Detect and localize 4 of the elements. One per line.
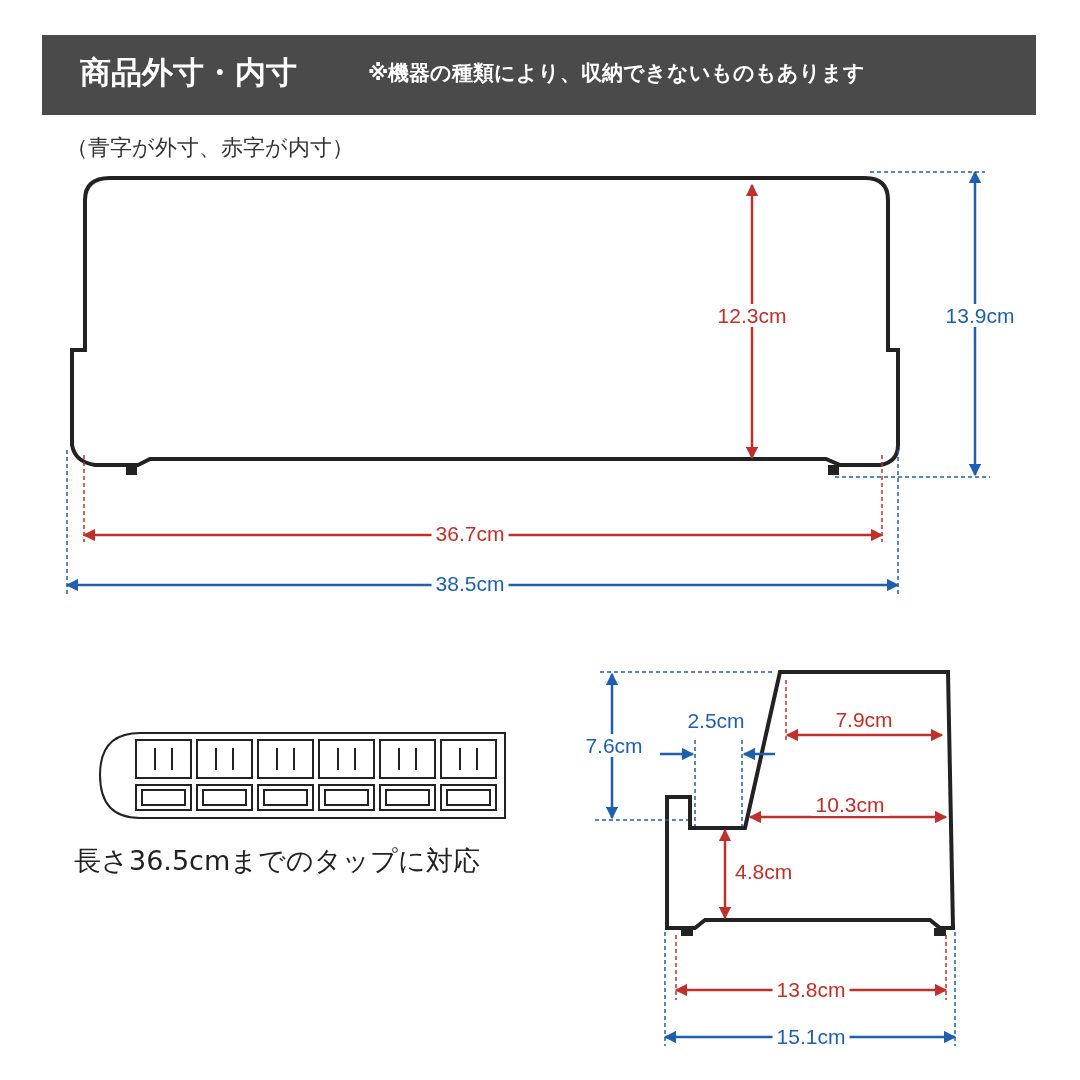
note-text: ※機器の種類により、収納できないものもあります [368, 62, 866, 86]
header-title: 商品外寸・内寸 [80, 55, 297, 90]
color-key-text: （青字が外寸、赤字が内寸） [66, 136, 354, 161]
caption-text: 長さ36.5cmまでのタップに対応 [74, 846, 481, 876]
